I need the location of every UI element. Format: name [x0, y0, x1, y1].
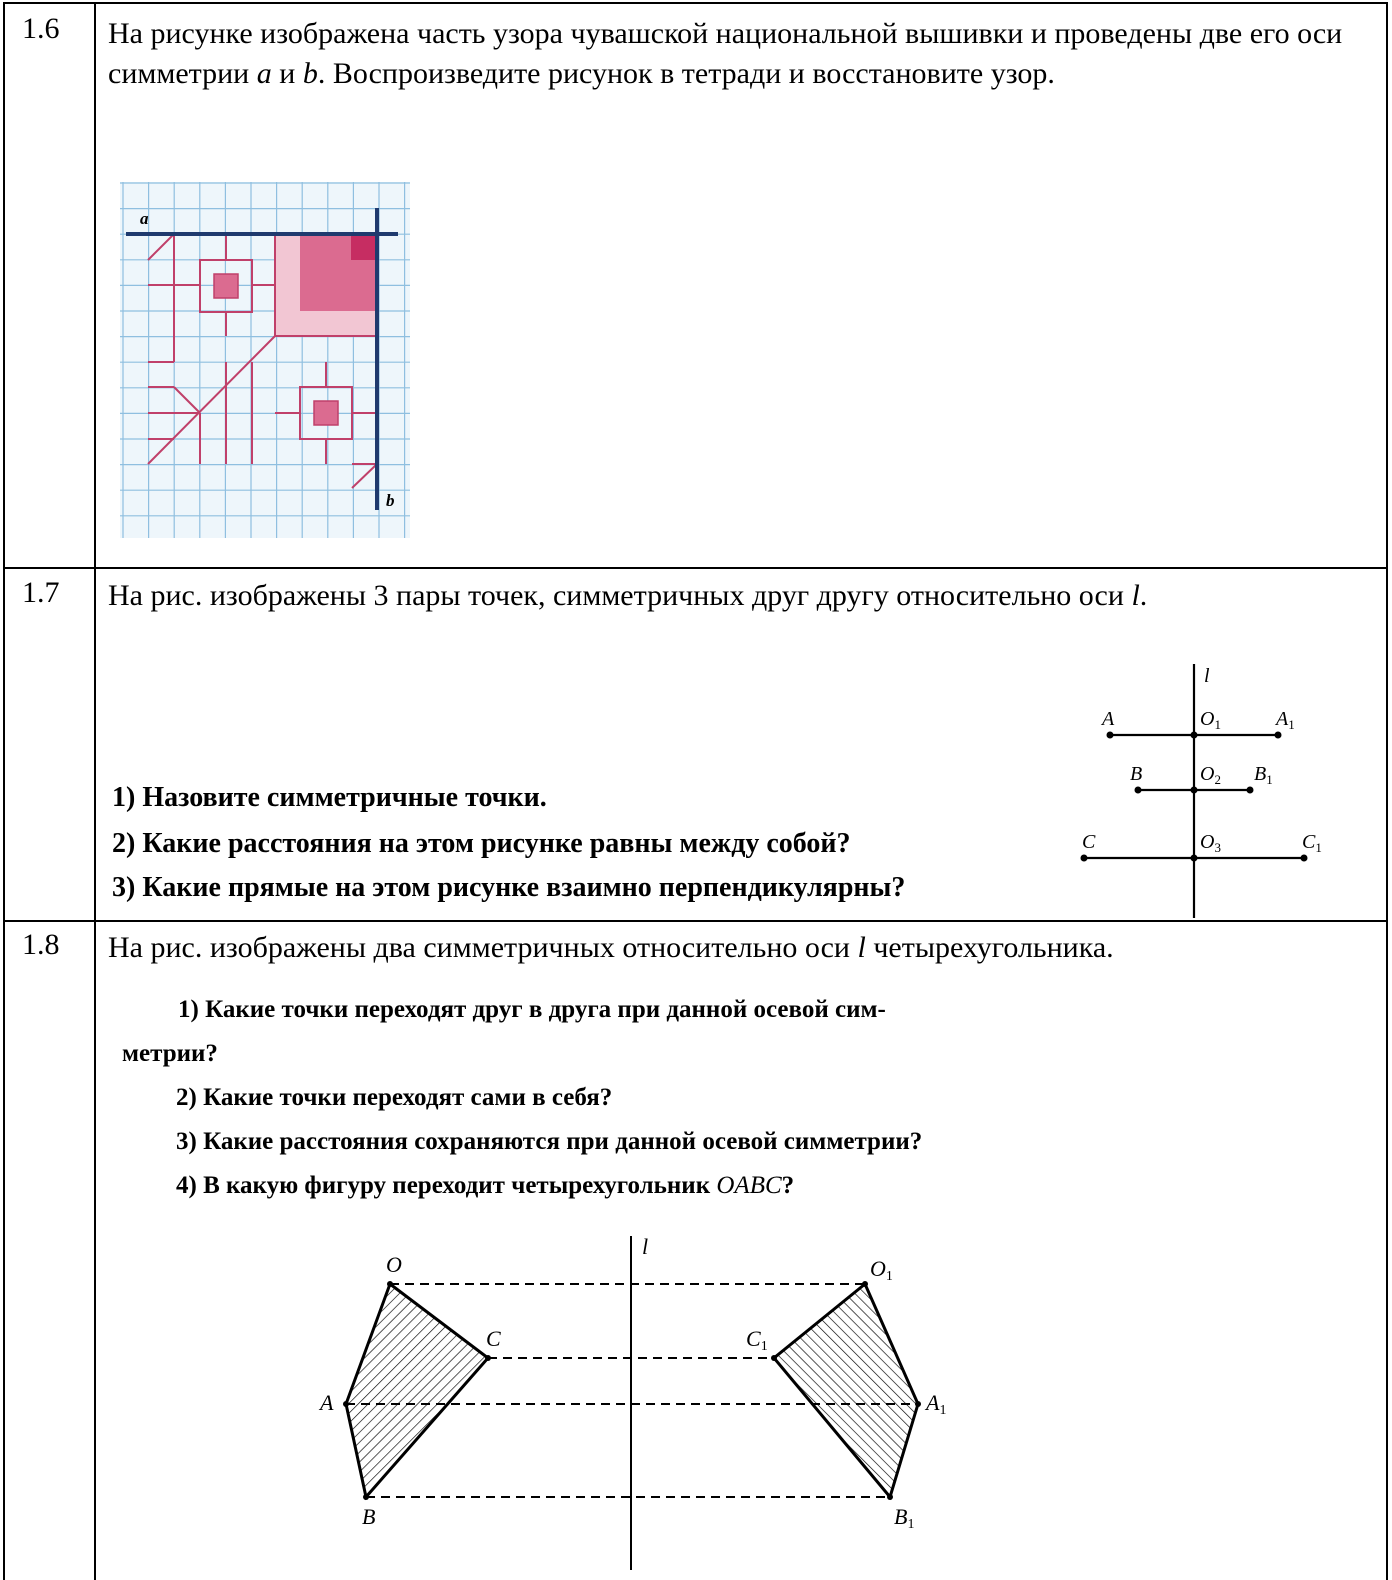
task-text: На рисунке изображена часть узора чувашс…: [108, 14, 1368, 94]
question-1-line-2: метрии?: [122, 1040, 218, 1067]
question-3: 3) Какие расстояния сохраняются при данн…: [176, 1128, 923, 1155]
question-1: 1) Назовите симметричные точки.: [112, 782, 547, 813]
quad-name: OABC: [716, 1172, 782, 1199]
table-border-top: [3, 2, 1388, 4]
task-text: На рис. изображены 3 пары точек, симметр…: [108, 576, 1368, 616]
symmetric-quadrilaterals-figure: l O C A B O1 C1 A1 B1: [318, 1234, 946, 1570]
point-C-label: C: [486, 1326, 501, 1351]
question-2: 2) Какие точки переходят сами в себя?: [176, 1084, 613, 1111]
task-text-part: и: [271, 57, 303, 90]
point-B1-label: B1: [1254, 763, 1273, 787]
dark-fill-square: [351, 234, 377, 260]
point-O3-label: O3: [1200, 831, 1221, 855]
question-4-end: ?: [781, 1172, 795, 1199]
embroidery-pattern-figure: a b: [120, 182, 410, 538]
row-divider-2: [3, 920, 1388, 922]
task-text-part: На рисунке изображена часть узора чувашс…: [108, 17, 1343, 90]
upper-small-filled-square: [213, 273, 239, 299]
point-O1-label: O1: [1200, 708, 1221, 732]
point-A1-label: A1: [924, 1390, 946, 1418]
task-text-part: На рис. изображены два симметричных отно…: [108, 931, 858, 964]
axis-l-label: l: [1204, 665, 1210, 687]
axis-a-label: a: [140, 209, 149, 228]
quadrilateral-OABC: [344, 1281, 491, 1501]
table-border-left: [3, 2, 5, 1580]
question-1-line-1: 1) Какие точки переходят друг в друга пр…: [178, 996, 886, 1023]
point-A-label: A: [1100, 708, 1115, 730]
point-O2-label: O2: [1200, 763, 1221, 787]
task-text-part: .: [1139, 579, 1148, 612]
point-O-label: O: [386, 1252, 402, 1277]
point-C1-label: C1: [1302, 831, 1322, 855]
question-4-text: 4) В какую фигуру переходит четырехуголь…: [176, 1172, 717, 1199]
axis-name-b: b: [302, 57, 318, 90]
axis-name-l: l: [857, 931, 866, 964]
point-B-label: B: [362, 1504, 375, 1529]
question-2: 2) Какие расстояния на этом рисунке равн…: [112, 828, 851, 859]
axis-b-label: b: [386, 491, 395, 510]
task-text-part: четырехугольника.: [865, 931, 1114, 964]
point-O1-label: O1: [870, 1256, 893, 1284]
task-number: 1.7: [22, 576, 60, 609]
question-4: 4) В какую фигуру переходит четырехуголь…: [176, 1172, 794, 1200]
table-border-right: [1386, 2, 1388, 1580]
axis-name-l: l: [1131, 579, 1140, 612]
column-divider: [94, 2, 96, 1580]
axis-l-label: l: [642, 1234, 648, 1259]
point-B-label: B: [1130, 763, 1142, 785]
question-3: 3) Какие прямые на этом рисунке взаимно …: [112, 872, 906, 903]
quadrilateral-O1A1B1C1: [771, 1281, 920, 1501]
row-divider-1: [3, 567, 1388, 569]
task-text: На рис. изображены два симметричных отно…: [108, 928, 1368, 968]
axis-name-a: a: [256, 57, 272, 90]
task-text-part: . Воспроизведите рисунок в тетради и вос…: [317, 57, 1055, 90]
task-number: 1.8: [22, 928, 60, 961]
task-number: 1.6: [22, 12, 60, 45]
point-A-label: A: [318, 1390, 334, 1415]
point-C1-label: C1: [746, 1326, 768, 1354]
lower-small-filled-square: [313, 400, 339, 426]
point-A1-label: A1: [1274, 708, 1295, 732]
point-C-label: C: [1082, 831, 1096, 853]
symmetric-points-figure: l A O1 A1 B O2 B1 C O3 C1: [1080, 664, 1322, 918]
task-text-part: На рис. изображены 3 пары точек, симметр…: [108, 579, 1132, 612]
point-B1-label: B1: [894, 1504, 914, 1532]
